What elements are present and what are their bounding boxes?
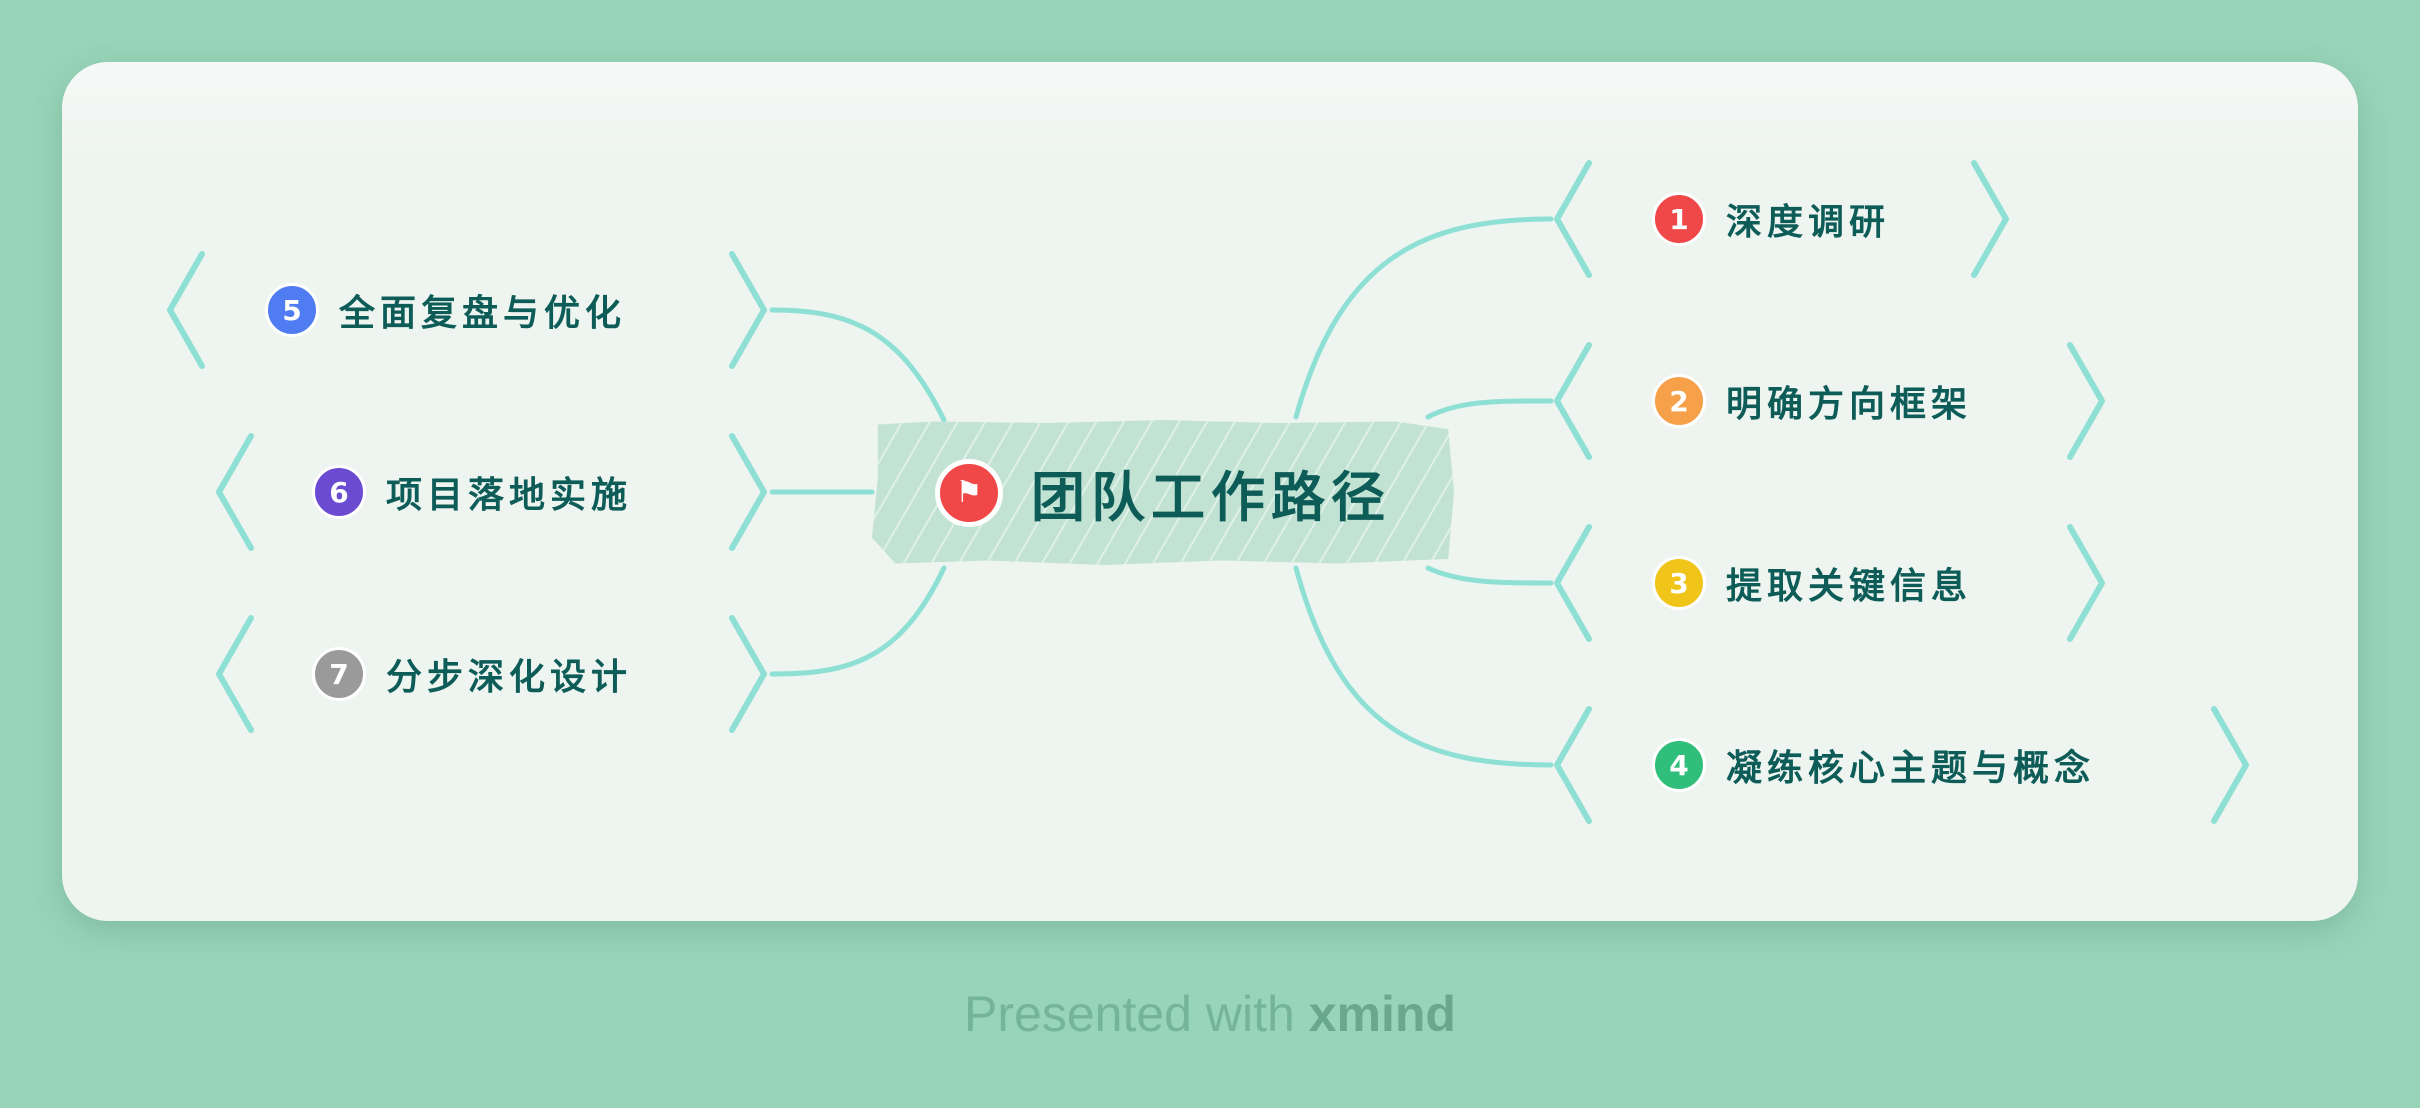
central-topic-title: 团队工作路径 xyxy=(1031,466,1391,529)
footer-credit: Presented with xmind xyxy=(0,985,2420,1043)
bracket-right-5 xyxy=(729,251,767,369)
topic-6[interactable]: 6 项目落地实施 xyxy=(312,465,632,519)
topic-7[interactable]: 7 分步深化设计 xyxy=(312,647,632,701)
central-topic[interactable]: ⚑ 团队工作路径 xyxy=(872,420,1454,565)
number-badge-icon: 7 xyxy=(312,647,366,701)
number-badge-icon: 5 xyxy=(265,283,319,337)
topic-label: 分步深化设计 xyxy=(386,657,633,698)
bracket-left-7 xyxy=(216,615,254,733)
topic-1[interactable]: 1 深度调研 xyxy=(1652,192,1890,246)
bracket-right-6 xyxy=(729,433,767,551)
number-badge-icon: 6 xyxy=(312,465,366,519)
connector-4 xyxy=(1293,565,1554,768)
topic-5[interactable]: 5 全面复盘与优化 xyxy=(265,283,626,337)
connector-2 xyxy=(1425,398,1554,420)
number-badge-icon: 3 xyxy=(1652,556,1706,610)
bracket-left-1 xyxy=(1554,160,1592,278)
number-badge-icon: 1 xyxy=(1652,192,1706,246)
topic-label: 明确方向框架 xyxy=(1726,384,1973,425)
footer-prefix: Presented with xyxy=(964,986,1309,1042)
bracket-right-3 xyxy=(2067,524,2105,642)
topic-label: 提取关键信息 xyxy=(1726,566,1973,607)
bracket-right-4 xyxy=(2211,706,2249,824)
topic-2[interactable]: 2 明确方向框架 xyxy=(1652,374,1972,428)
bracket-left-4 xyxy=(1554,706,1592,824)
number-badge-icon: 4 xyxy=(1652,738,1706,792)
number-badge-icon: 2 xyxy=(1652,374,1706,428)
connector-7 xyxy=(769,565,947,677)
topic-4[interactable]: 4 凝练核心主题与概念 xyxy=(1652,738,2095,792)
topic-label: 深度调研 xyxy=(1726,202,1891,243)
flag-icon: ⚑ xyxy=(935,458,1003,527)
bracket-right-2 xyxy=(2067,342,2105,460)
bracket-right-7 xyxy=(729,615,767,733)
bracket-left-3 xyxy=(1554,524,1592,642)
connector-3 xyxy=(1425,565,1554,586)
connector-5 xyxy=(769,307,947,423)
topic-label: 项目落地实施 xyxy=(386,475,633,516)
bracket-left-5 xyxy=(167,251,205,369)
topic-label: 凝练核心主题与概念 xyxy=(1726,748,2096,789)
topic-label: 全面复盘与优化 xyxy=(339,293,627,334)
topic-3[interactable]: 3 提取关键信息 xyxy=(1652,556,1972,610)
xmind-logo[interactable]: xmind xyxy=(1308,986,1456,1042)
connector-1 xyxy=(1293,216,1554,420)
bracket-right-1 xyxy=(1971,160,2009,278)
bracket-left-2 xyxy=(1554,342,1592,460)
bracket-left-6 xyxy=(216,433,254,551)
